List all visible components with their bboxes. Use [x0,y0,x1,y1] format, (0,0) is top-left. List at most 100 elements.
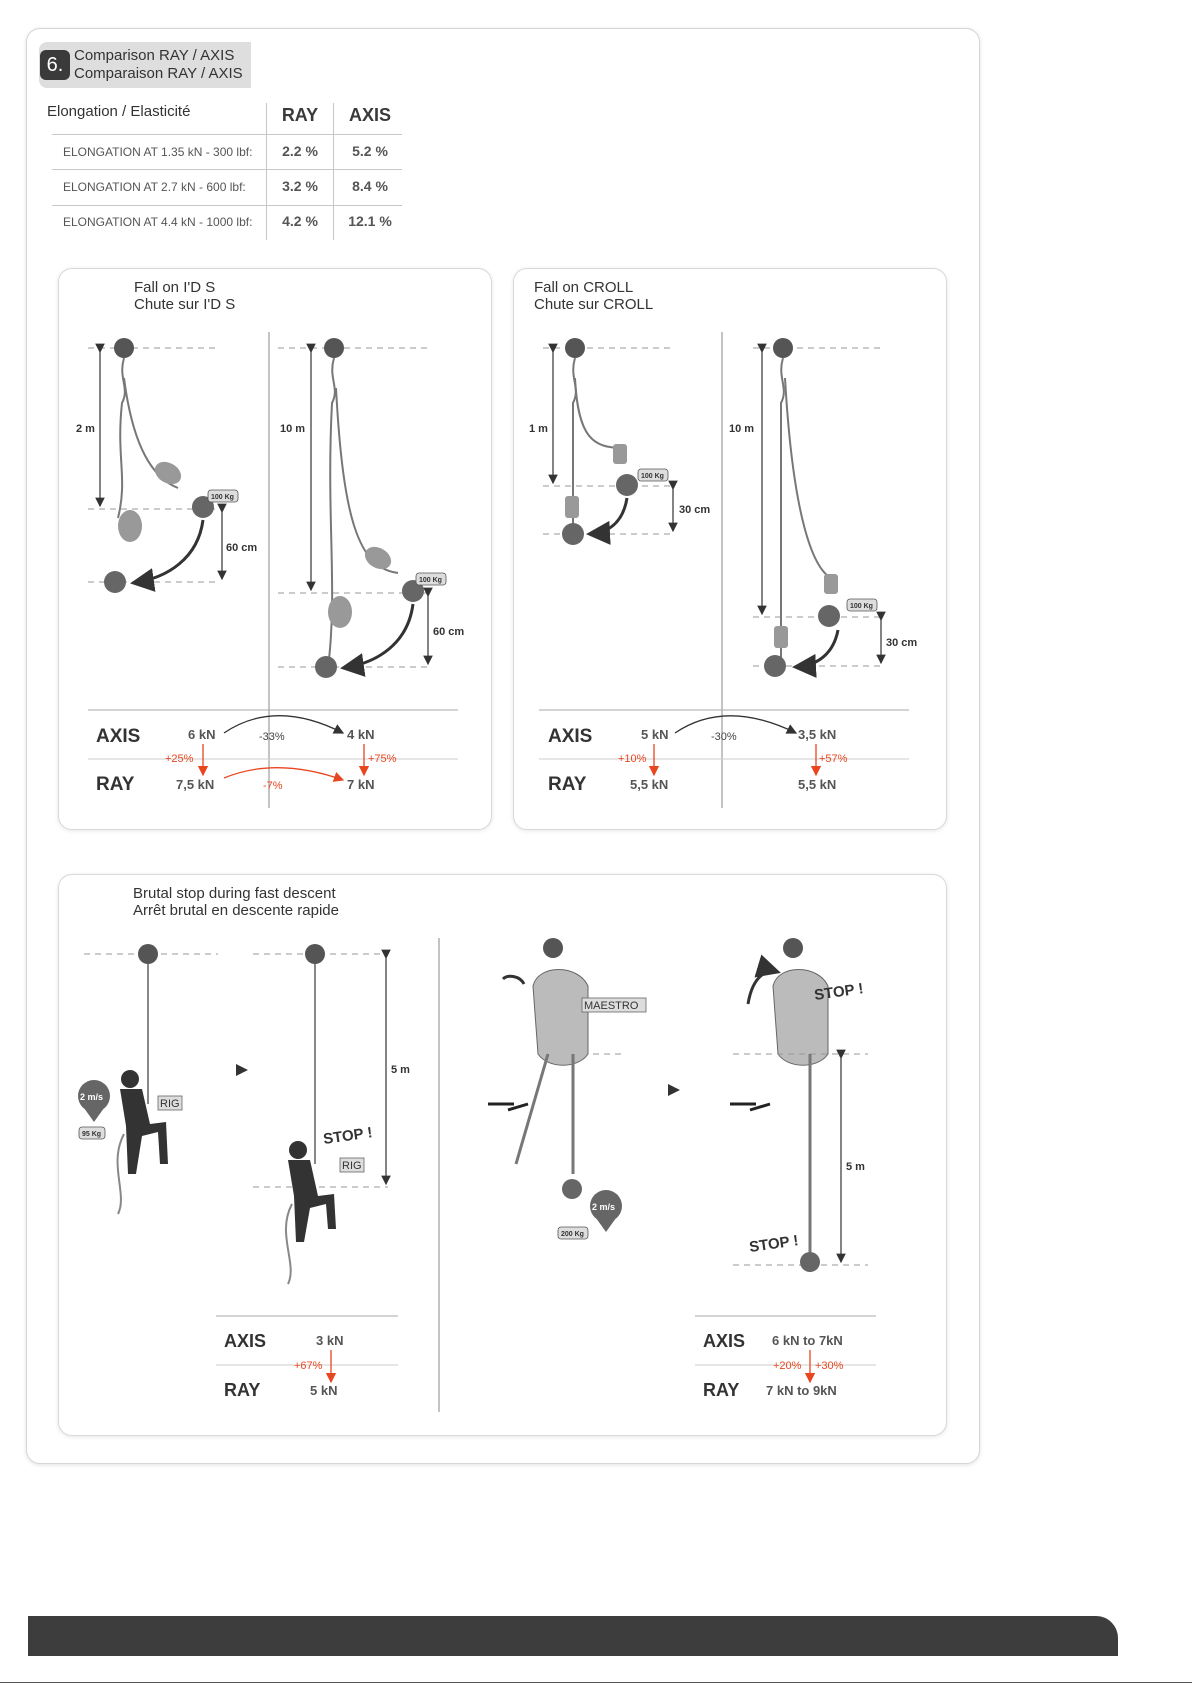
section-number: 6. [40,50,70,80]
speed-icon [78,1080,110,1112]
brutal-stop-panel [58,874,947,1436]
rig-axis-value: 3 kN [316,1333,343,1348]
croll-left-delta: +10% [618,753,647,765]
speed-icon [590,1190,622,1222]
brutal-panel-title-fr: Arrêt brutal en descente rapide [133,902,339,919]
croll-axis-right: 3,5 kN [798,727,836,742]
maestro-device [772,969,829,1066]
table-rule [52,205,402,206]
mass-icon [616,474,638,496]
maestro-axis-label: AXIS [703,1331,745,1351]
anchor-icon [783,938,803,958]
maestro-stop-label-1: STOP ! [813,980,864,1004]
table-col-axis: AXIS [348,105,391,125]
maestro-delta-2: +30% [815,1360,844,1372]
mass-icon [402,580,424,602]
table-cell-ray: 2.2 % [282,143,318,159]
croll-axis-label: AXIS [548,726,592,747]
table-cell-axis: 8.4 % [352,178,388,194]
croll-ray-label: RAY [548,774,587,795]
table-row-label: ELONGATION AT 1.35 kN - 300 lbf: [63,145,253,159]
croll-fall-panel [513,268,947,830]
elongation-table-title: Elongation / Elasticité [47,103,191,120]
section-title-fr: Comparaison RAY / AXIS [74,65,243,82]
rig-label-1: RIG [160,1098,180,1110]
ids-axis-right: 4 kN [347,727,374,742]
rig-axis-label: AXIS [224,1331,266,1351]
ids-fall-diagram: 2 m 100 Kg 60 cm 10 m 100 Kg 60 cm AXIS … [76,332,464,808]
maestro-axis-value: 6 kN to 7kN [772,1333,843,1348]
maestro-device [532,969,589,1066]
ids-left-delta: +25% [165,753,194,765]
croll-axis-left: 5 kN [641,727,668,742]
footer-rule [0,1682,1192,1683]
mass-icon [764,655,786,677]
ids-right-height: 10 m [280,423,305,435]
maestro-mass: 200 Kg [561,1231,584,1238]
mass-icon [315,656,337,678]
section-header [39,42,251,88]
table-rule [52,134,402,135]
croll-right-delta: +57% [819,753,848,765]
ids-axis-left: 6 kN [188,727,215,742]
croll-axis-change: -30% [711,731,737,743]
maestro-delta-1: +20% [773,1360,802,1372]
ids-ray-change: -7% [263,780,283,792]
play-arrow-icon [236,1064,248,1076]
ids-ray-right: 7 kN [347,777,374,792]
croll-fall-diagram: 1 m 100 Kg 30 cm 10 m 100 Kg 30 cm AXIS … [529,332,917,808]
table-row-label: ELONGATION AT 2.7 kN - 600 lbf: [63,180,246,194]
climber-figure [120,1070,168,1174]
ids-axis-label: AXIS [96,726,140,747]
rig-stop-label: STOP ! [322,1124,373,1148]
table-divider [333,103,334,240]
section-title-en: Comparison RAY / AXIS [74,47,235,64]
ids-left-drop: 60 cm [226,542,257,554]
croll-left-height: 1 m [529,423,548,435]
rig-height: 5 m [391,1064,410,1076]
anchor-icon [138,944,158,964]
table-col-ray: RAY [281,105,319,125]
table-cell-ray: 3.2 % [282,178,318,194]
rig-ray-value: 5 kN [310,1383,337,1398]
table-cell-axis: 5.2 % [352,143,388,159]
croll-ray-right: 5,5 kN [798,777,836,792]
maestro-ray-value: 7 kN to 9kN [766,1383,837,1398]
anchor-icon [324,338,344,358]
croll-right-drop: 30 cm [886,637,917,649]
rig-delta: +67% [294,1360,323,1372]
ids-axis-change: -33% [259,731,285,743]
anchor-icon [773,338,793,358]
rig-ray-label: RAY [224,1380,260,1400]
maestro-stop-label-2: STOP ! [748,1232,799,1256]
ids-left-mass: 100 Kg [211,494,234,501]
ids-right-drop: 60 cm [433,626,464,638]
table-cell-axis: 12.1 % [348,213,392,229]
ids-ray-label: RAY [96,774,135,795]
ids-left-height: 2 m [76,423,95,435]
mass-icon [562,1179,582,1199]
climber-figure [288,1141,336,1242]
mass-icon [800,1252,820,1272]
table-cell-ray: 4.2 % [282,213,318,229]
ids-panel-title-en: Fall on I'D S [134,279,216,296]
rig-label-2: RIG [342,1160,362,1172]
table-divider [266,103,267,240]
anchor-icon [543,938,563,958]
maestro-speed: 2 m/s [592,1202,615,1212]
brutal-panel-title-en: Brutal stop during fast descent [133,885,336,902]
anchor-icon [305,944,325,964]
ids-right-mass: 100 Kg [419,577,442,584]
brutal-stop-diagram: 2 m/s 95 Kg RIG 5 m STOP ! RIG AXIS 3 kN… [78,938,876,1412]
table-row-label: ELONGATION AT 4.4 kN - 1000 lbf: [63,215,253,229]
ids-fall-panel [58,268,492,830]
croll-panel-title-en: Fall on CROLL [534,279,634,296]
maestro-label: MAESTRO [584,1000,639,1012]
maestro-ray-label: RAY [703,1380,739,1400]
anchor-icon [114,338,134,358]
table-rule [52,169,402,170]
rig-mass: 95 Kg [82,1131,101,1138]
croll-left-mass: 100 Kg [641,473,664,480]
mass-icon [104,571,126,593]
play-arrow-icon [668,1084,680,1096]
